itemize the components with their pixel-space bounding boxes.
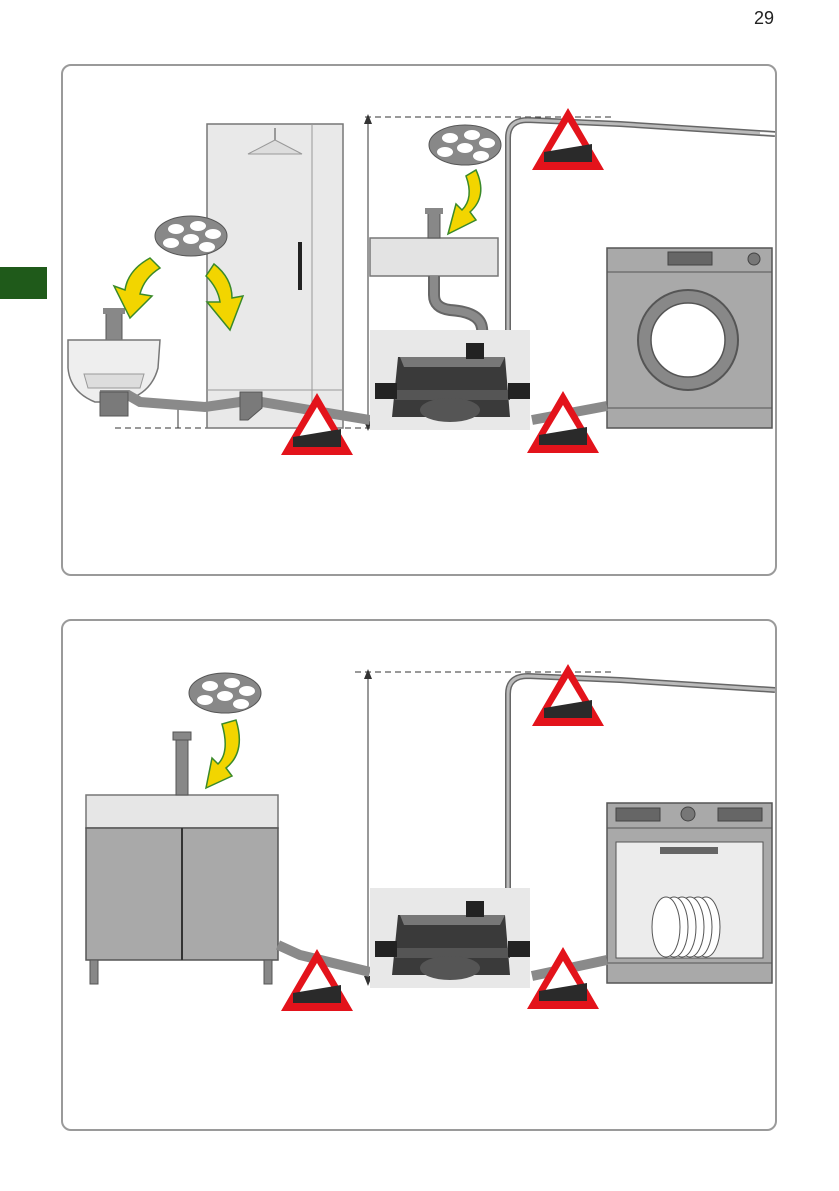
no-solids-icon-toilet [155, 216, 227, 256]
arrow-to-basin-icon [448, 170, 481, 234]
slope-warning-discharge-icon [532, 108, 604, 170]
slope-warning-sink-icon [281, 949, 353, 1011]
dishwasher [607, 803, 772, 983]
wash-basin [370, 208, 498, 348]
washing-machine [607, 248, 772, 428]
no-solids-icon-basin [429, 125, 501, 165]
slope-warning-discharge-bottom-icon [532, 664, 604, 726]
door-handle [298, 242, 302, 290]
sink-cabinet [86, 732, 278, 984]
top-diagram [68, 108, 775, 455]
bottom-diagram [86, 664, 775, 1011]
shower-cabin [207, 124, 343, 428]
pump-unit-bottom [370, 888, 530, 988]
arrow-to-sink-icon [206, 720, 239, 788]
pump-unit [370, 330, 530, 430]
no-solids-icon-sink [189, 673, 261, 713]
wall-hung-toilet [68, 308, 160, 402]
